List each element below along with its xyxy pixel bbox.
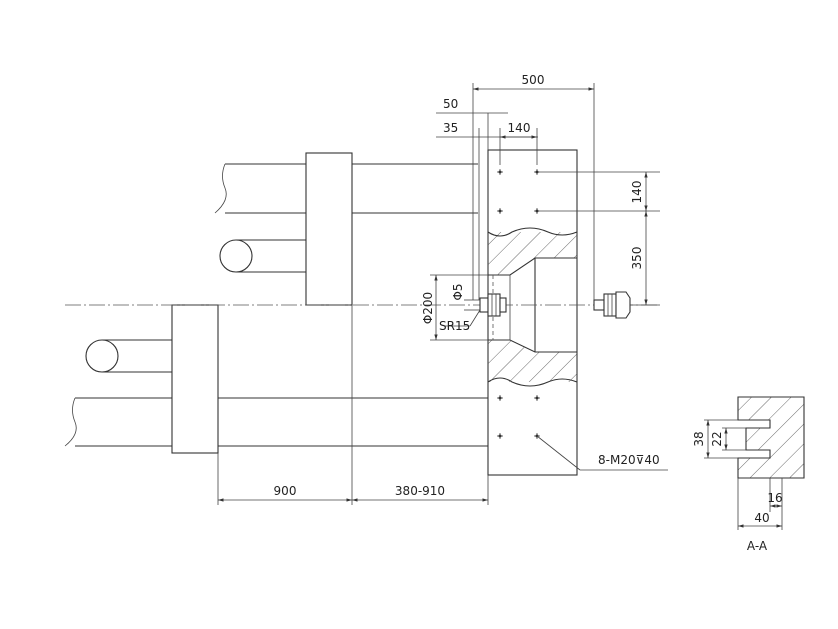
section-title: A-A	[747, 539, 768, 553]
section-40-label: 40	[754, 511, 769, 525]
middle-tie-bar	[219, 239, 306, 273]
thread-callout-label: 8-M20⊽40	[598, 453, 660, 467]
nozzle-left	[479, 293, 507, 317]
section-a-a: 38 22 16 40 A-A	[692, 396, 805, 553]
dim-380-910-label: 380-910	[395, 484, 445, 498]
hole-marker	[497, 169, 503, 175]
dim-bottom: 900 380-910	[218, 475, 489, 505]
section-38-label: 38	[692, 431, 706, 446]
lower-tie-bars	[64, 339, 488, 447]
dim-phi5-label: Φ5	[451, 283, 465, 300]
dim-50-label: 50	[443, 97, 458, 111]
platen-lower-block	[171, 304, 219, 454]
dim-350-label: 350	[630, 247, 644, 270]
fixed-platen	[487, 149, 578, 476]
hole-marker	[497, 433, 503, 439]
nozzle-right	[593, 291, 631, 319]
section-22-label: 22	[710, 431, 724, 446]
dim-overall-width: 500	[472, 73, 595, 300]
dim-diameters: Φ200 Φ5 SR15	[421, 274, 488, 341]
dim-500-label: 500	[522, 73, 545, 87]
upper-tie-bar	[214, 163, 478, 214]
hole-marker	[497, 208, 503, 214]
moving-platen-upper	[305, 152, 353, 306]
dim-900-label: 900	[274, 484, 297, 498]
hole-marker	[534, 169, 540, 175]
dim-vertical-right: 140 350	[540, 171, 660, 306]
hole-marker	[534, 208, 540, 214]
dim-phi200-label: Φ200	[421, 292, 435, 324]
hole-marker	[534, 395, 540, 401]
dim-offset-35: 35 140	[436, 121, 538, 300]
dim-35-label: 35	[443, 121, 458, 135]
section-16-label: 16	[767, 491, 782, 505]
dim-sr15-label: SR15	[439, 319, 470, 333]
thread-callout: 8-M20⊽40	[536, 435, 668, 471]
mounting-holes	[497, 169, 540, 439]
dim-offset-50: 50	[436, 97, 508, 150]
dim-140-top-label: 140	[508, 121, 531, 135]
dim-140-vertical-label: 140	[630, 181, 644, 204]
hole-marker	[497, 395, 503, 401]
